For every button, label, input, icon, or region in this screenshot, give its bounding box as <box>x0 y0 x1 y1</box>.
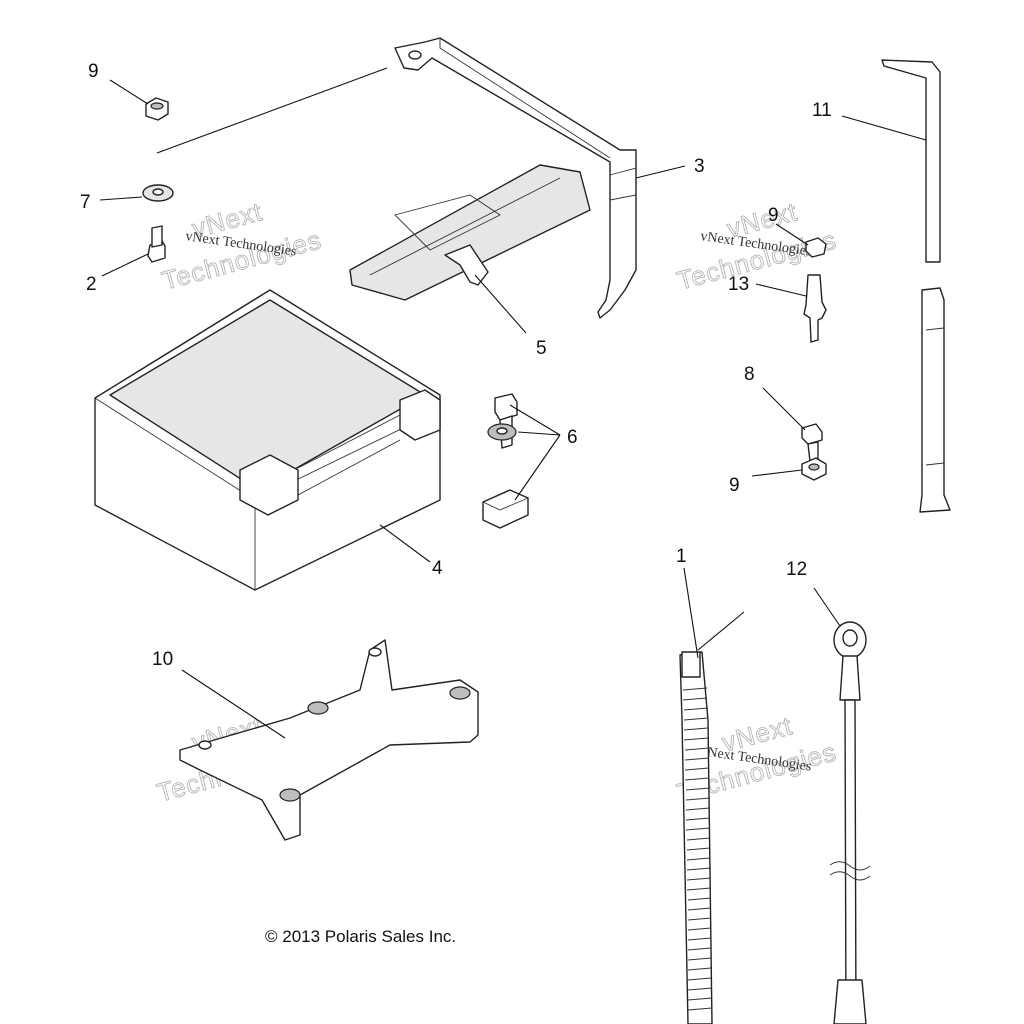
battery-tray <box>349 164 591 301</box>
stud <box>803 274 827 343</box>
terminal-hardware <box>482 393 529 529</box>
callout-10: 10 <box>152 649 173 670</box>
callout-8: 8 <box>744 364 755 385</box>
callout-7: 7 <box>80 192 91 213</box>
hold-down-bracket <box>394 37 637 319</box>
battery <box>94 289 441 591</box>
callout-9: 9 <box>768 205 779 226</box>
callout-4: 4 <box>432 558 443 579</box>
callout-9: 9 <box>88 61 99 82</box>
callout-11: 11 <box>812 100 832 121</box>
support-rod <box>881 59 951 513</box>
callout-3: 3 <box>694 156 705 177</box>
battery-cable <box>829 621 871 1024</box>
leader-lines <box>99 67 927 739</box>
watermark-group-1: vNext Technologies vNext Technologies <box>158 196 325 296</box>
corrugated-cable <box>679 651 713 1024</box>
callout-12: 12 <box>786 559 807 580</box>
mounting-bracket <box>179 639 479 841</box>
callout-13: 13 <box>728 274 749 295</box>
copyright-notice: © 2013 Polaris Sales Inc. <box>265 927 457 946</box>
callout-6: 6 <box>567 427 578 448</box>
callout-labels: 9 7 2 3 5 4 6 11 9 13 8 9 10 1 12 <box>80 61 832 670</box>
bolt-small <box>147 225 166 263</box>
callout-5: 5 <box>536 338 547 359</box>
nut-right-lower <box>801 457 827 481</box>
nut-right-upper <box>805 237 827 258</box>
watermark-technologies: Technologies <box>159 224 325 295</box>
callout-9: 9 <box>729 475 740 496</box>
nut-top-left <box>145 97 169 121</box>
callout-2: 2 <box>86 274 97 295</box>
washer <box>142 184 174 202</box>
callout-1: 1 <box>676 546 687 567</box>
